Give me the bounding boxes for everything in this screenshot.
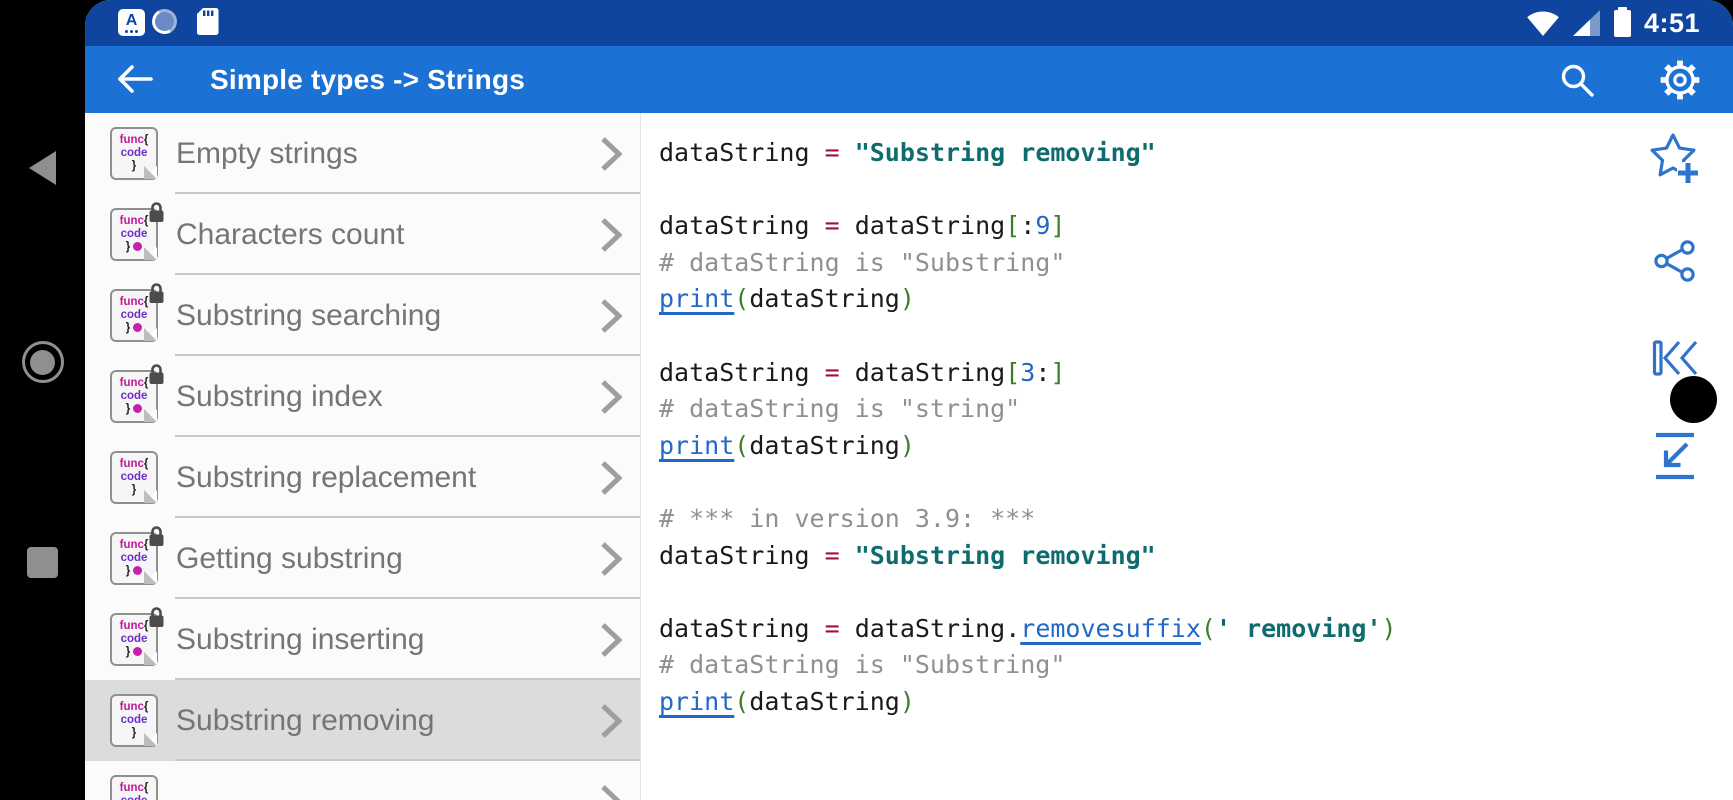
code-function-link[interactable]: print [659,284,735,314]
topic-list-item[interactable]: func{ code } Substring replacement [85,437,640,518]
lock-icon [147,282,166,308]
record-overlay-button[interactable] [1670,376,1717,423]
topic-list-item[interactable]: func{ code } Substring inserting [85,599,640,680]
share-icon [1654,240,1695,282]
topic-label: Substring inserting [176,622,425,656]
home-circle-icon [21,341,64,383]
topic-label: Substring searching [176,298,442,332]
code-snippet-icon: func{ code } [110,364,164,423]
back-triangle-icon [29,151,56,185]
paid-dot-icon [133,647,143,657]
lock-icon [147,525,166,551]
topic-list-item[interactable]: func{ code } Getting substring [85,518,640,599]
chevron-right-icon [601,541,622,576]
gear-icon [1660,60,1700,100]
settings-button[interactable] [1657,57,1703,103]
lock-icon [147,363,166,389]
chevron-right-icon [601,217,622,252]
topic-label: Getting substring [176,541,403,575]
code-function-link[interactable]: print [659,430,735,460]
topic-list-item[interactable]: func{ code } Substring searching [85,275,640,356]
code-function-link[interactable]: removesuffix [1020,613,1201,643]
chevron-right-icon [601,703,622,738]
paid-dot-icon [133,242,143,252]
skip-to-start-button[interactable] [1651,337,1701,379]
code-snippet-icon: func{ code } [110,694,158,747]
topic-list-item[interactable]: func{ code } Substring index [85,356,640,437]
chevron-right-icon [601,784,622,800]
topic-label: Characters count [176,217,405,251]
lock-icon [147,201,166,227]
topic-list-item[interactable]: func{ code } Substring removing [85,680,640,761]
app-bar: Simple types -> Strings [85,46,1733,113]
chevron-right-icon [601,136,622,171]
topic-label: Substring removing [176,703,435,737]
letter-a-app-icon: A [118,9,145,36]
topic-label: Empty strings [176,136,358,170]
topic-label: Substring replacement [176,460,477,494]
sd-card-icon [197,8,219,40]
loading-circle-icon [149,6,180,37]
page-title: Simple types -> Strings [210,63,526,95]
battery-icon [1613,6,1631,37]
cell-signal-icon [1572,9,1600,36]
chevron-right-icon [601,622,622,657]
search-button[interactable] [1554,57,1600,103]
code-function-link[interactable]: print [659,686,735,716]
topic-list-item[interactable]: func{ code } Empty strings [85,113,640,194]
topic-label: Substring index [176,379,383,413]
chevron-right-icon [601,298,622,333]
code-snippet-icon: func{ code } [110,451,158,504]
back-arrow-icon [118,65,153,93]
topic-list: func{ code } Empty strings func{ code } [85,113,641,800]
chevron-right-icon [601,379,622,414]
wifi-icon [1527,11,1559,36]
collapse-button[interactable] [1653,431,1697,481]
paid-dot-icon [133,566,143,576]
back-button[interactable] [113,57,157,101]
search-icon [1561,64,1594,97]
android-nav-rail [0,0,85,800]
lock-icon [147,606,166,632]
device-screen: A 4:51 [85,0,1733,800]
android-home-button[interactable] [0,322,85,402]
star-add-icon [1650,133,1699,184]
collapse-arrow-icon [1656,432,1694,480]
share-button[interactable] [1652,238,1698,284]
code-snippet-icon: func{ code } [110,775,158,800]
topic-list-item[interactable]: func{ code } Characters count [85,194,640,275]
android-recents-button[interactable] [0,522,85,602]
code-snippet-icon: func{ code } [110,526,164,585]
android-back-button[interactable] [0,128,85,208]
code-snippet-icon: func{ code } [110,202,164,261]
chevron-right-icon [601,460,622,495]
main-content: func{ code } Empty strings func{ code } [85,113,1733,800]
code-view: dataString = "Substring removing" dataSt… [641,113,1733,800]
code-snippet-icon: func{ code } [110,607,164,666]
recents-square-icon [27,546,58,578]
skip-to-start-icon [1652,340,1698,376]
status-time: 4:51 [1643,7,1700,38]
topic-list-item[interactable]: func{ code } [85,761,640,800]
code-snippet-icon: func{ code } [110,283,164,342]
code-snippet-icon: func{ code } [110,127,158,180]
paid-dot-icon [133,323,143,333]
status-bar: A 4:51 [85,0,1733,46]
favorite-add-button[interactable] [1646,132,1702,190]
paid-dot-icon [133,404,143,414]
